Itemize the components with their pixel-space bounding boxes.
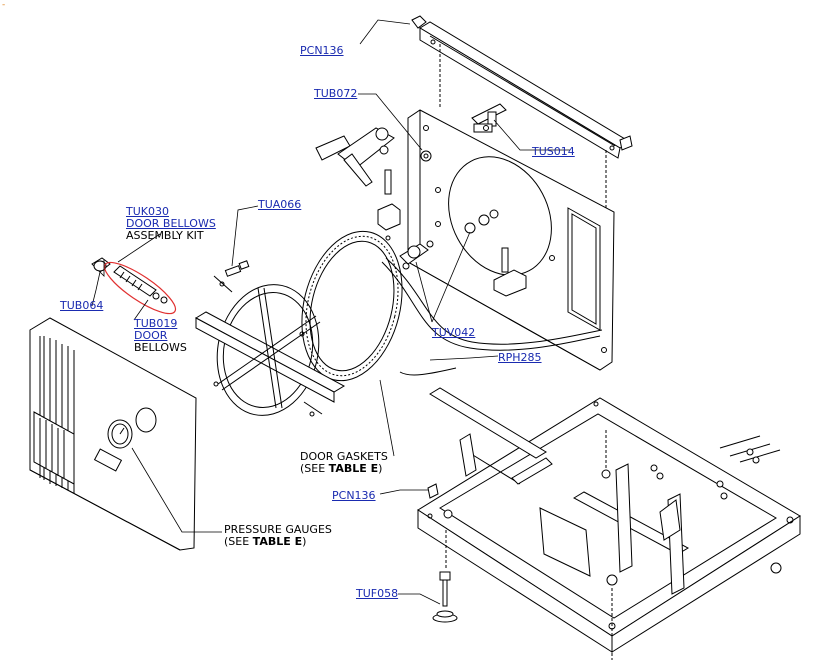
part-label-pcn136-bottom[interactable]: PCN136 bbox=[332, 489, 376, 502]
note-bellows-line: BELLOWS bbox=[134, 341, 187, 354]
note-door-bellows-kit-line1: DOOR BELLOWS bbox=[126, 217, 216, 230]
part-label-tus014[interactable]: TUS014 bbox=[532, 145, 575, 158]
part-label-tuk030[interactable]: TUK030 bbox=[126, 205, 169, 218]
door-cross-frame bbox=[194, 275, 346, 417]
front-door-panel bbox=[29, 317, 197, 551]
part-label-pcn136-top[interactable]: PCN136 bbox=[300, 44, 344, 57]
door-latch-handle bbox=[315, 127, 395, 187]
part-label-tua066[interactable]: TUA066 bbox=[258, 198, 302, 211]
note-door-gaskets-line2: (SEE TABLE E) bbox=[300, 462, 383, 475]
note-door-bellows-kit-line2: ASSEMBLY KIT bbox=[126, 229, 204, 242]
note-door-gaskets-line1: DOOR GASKETS bbox=[300, 450, 388, 463]
note-pressure-gauges-line1: PRESSURE GAUGES bbox=[224, 523, 332, 536]
part-label-rph285[interactable]: RPH285 bbox=[498, 351, 542, 364]
door-bellows-parts bbox=[113, 265, 168, 304]
top-mounting-rail bbox=[411, 15, 633, 210]
note-pressure-gauges-line2: (SEE TABLE E) bbox=[224, 535, 307, 548]
part-label-tub064[interactable]: TUB064 bbox=[60, 299, 104, 312]
clip-pcn136-bottom bbox=[427, 483, 439, 499]
leveling-foot-tuf058 bbox=[432, 530, 458, 623]
cap-tub064 bbox=[91, 257, 111, 273]
part-label-tuf058[interactable]: TUF058 bbox=[356, 587, 399, 600]
part-label-tuv042[interactable]: TUV042 bbox=[432, 326, 476, 339]
leader-lines bbox=[91, 19, 570, 605]
part-label-tub019[interactable]: TUB019 bbox=[134, 317, 178, 330]
pin-fittings bbox=[377, 150, 527, 297]
door-valve-assembly bbox=[399, 209, 499, 270]
note-door-line: DOOR bbox=[134, 329, 168, 342]
door-gasket-ring bbox=[301, 230, 403, 382]
bellows-highlight-ring bbox=[103, 261, 177, 315]
tubing-rph285 bbox=[381, 257, 603, 376]
bolt-tua066 bbox=[224, 260, 250, 277]
corner-mark: - bbox=[2, 0, 6, 10]
part-label-tub072[interactable]: TUB072 bbox=[314, 87, 358, 100]
base-frame bbox=[417, 387, 801, 660]
